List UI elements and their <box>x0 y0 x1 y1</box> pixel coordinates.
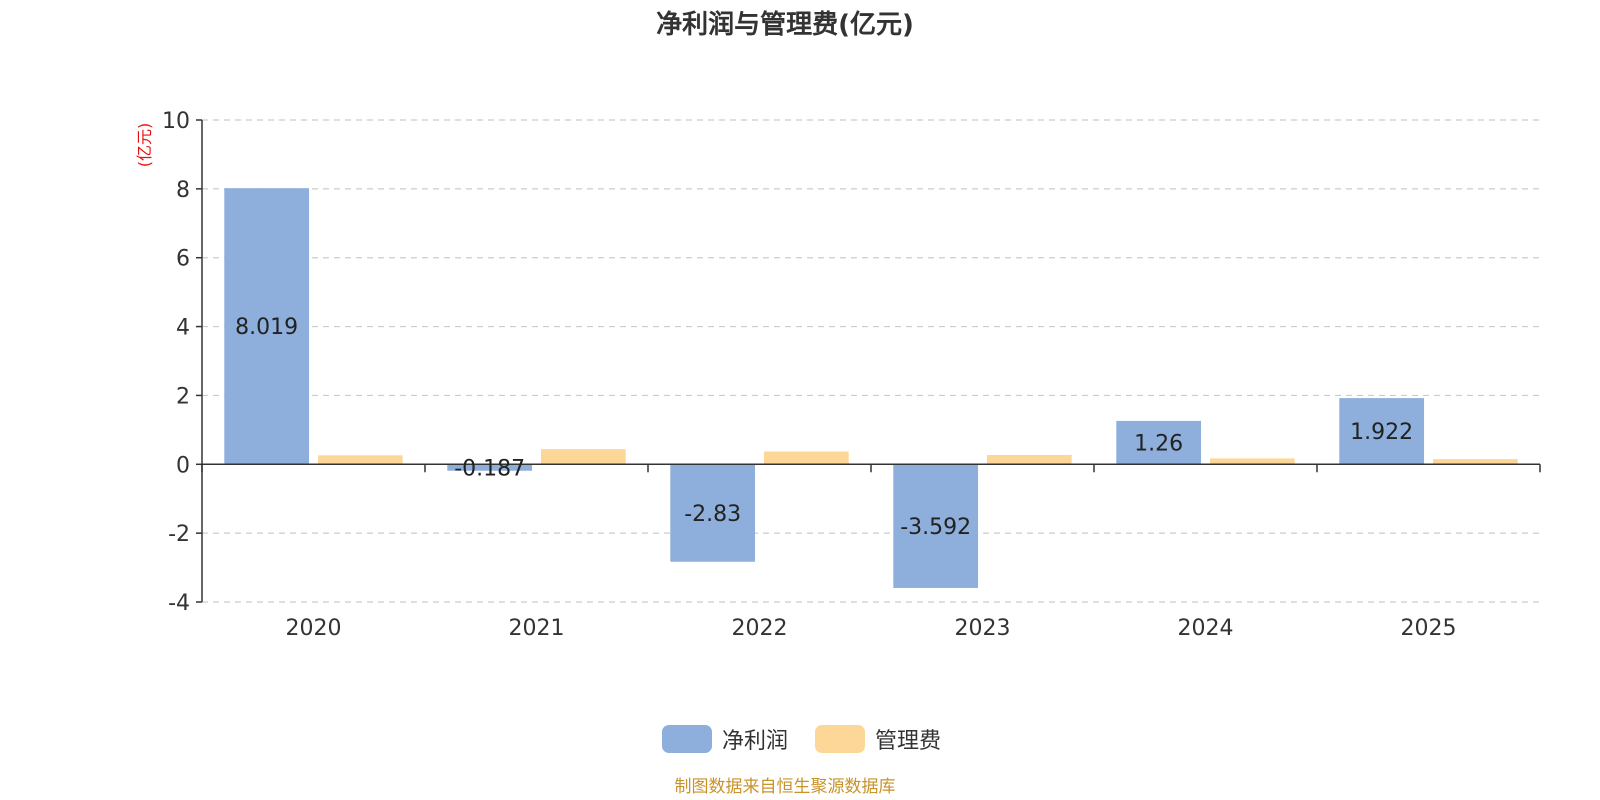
data-label: -2.83 <box>684 502 741 527</box>
bar-admin-expense-2020 <box>317 455 403 465</box>
legend-label: 管理费 <box>875 729 941 754</box>
legend-label: 净利润 <box>722 729 788 754</box>
x-tick-label: 2020 <box>286 616 342 641</box>
y-tick-label: 2 <box>176 384 190 409</box>
bar-net-profit-2020 <box>224 188 310 465</box>
y-tick-label: 4 <box>176 316 190 341</box>
data-labels-group: 8.019 -0.187 -2.83 -3.592 1.26 1.922 <box>235 315 1413 540</box>
bar-net-profit-2024 <box>1116 420 1202 465</box>
data-label: -3.592 <box>900 515 971 540</box>
y-tick-label: -2 <box>168 522 190 547</box>
legend-swatch <box>815 725 865 753</box>
legend-swatch <box>662 725 712 753</box>
y-tick-label: 0 <box>176 453 190 478</box>
bar-admin-expense-2025 <box>1432 459 1518 465</box>
grid-lines <box>202 119 1540 603</box>
y-tick-label: -4 <box>168 591 190 616</box>
x-tick-label: 2021 <box>509 616 565 641</box>
x-tick-label: 2022 <box>732 616 788 641</box>
x-tick-label: 2024 <box>1178 616 1234 641</box>
data-label: 1.922 <box>1350 420 1413 445</box>
data-label: -0.187 <box>454 457 525 482</box>
x-tick-label: 2025 <box>1401 616 1457 641</box>
data-label: 1.26 <box>1134 432 1183 457</box>
bar-net-profit-2022 <box>670 464 756 562</box>
data-label: 8.019 <box>235 315 298 340</box>
source-note: 制图数据来自恒生聚源数据库 <box>675 777 896 797</box>
chart-title: 净利润与管理费(亿元) <box>656 9 914 40</box>
bar-net-profit-2025 <box>1339 398 1425 465</box>
y-tick-label: 6 <box>176 247 190 272</box>
bar-admin-expense-2023 <box>986 454 1072 465</box>
y-tick-label: 10 <box>162 109 190 134</box>
bars-group <box>224 188 1518 588</box>
bar-admin-expense-2021 <box>540 449 626 465</box>
x-tick-label: 2023 <box>955 616 1011 641</box>
y-tick-label: 8 <box>176 178 190 203</box>
bar-net-profit-2023 <box>893 464 979 588</box>
y-axis-unit-label: (亿元) <box>135 123 154 168</box>
bar-admin-expense-2022 <box>763 451 849 465</box>
axes-group: -4 -2 0 2 4 6 8 10 2020 2021 2022 2023 2024 2025 <box>162 109 1541 641</box>
legend: 净利润 管理费 <box>662 725 941 754</box>
bar-admin-expense-2024 <box>1209 458 1295 465</box>
bar-net-profit-2021 <box>447 464 533 471</box>
